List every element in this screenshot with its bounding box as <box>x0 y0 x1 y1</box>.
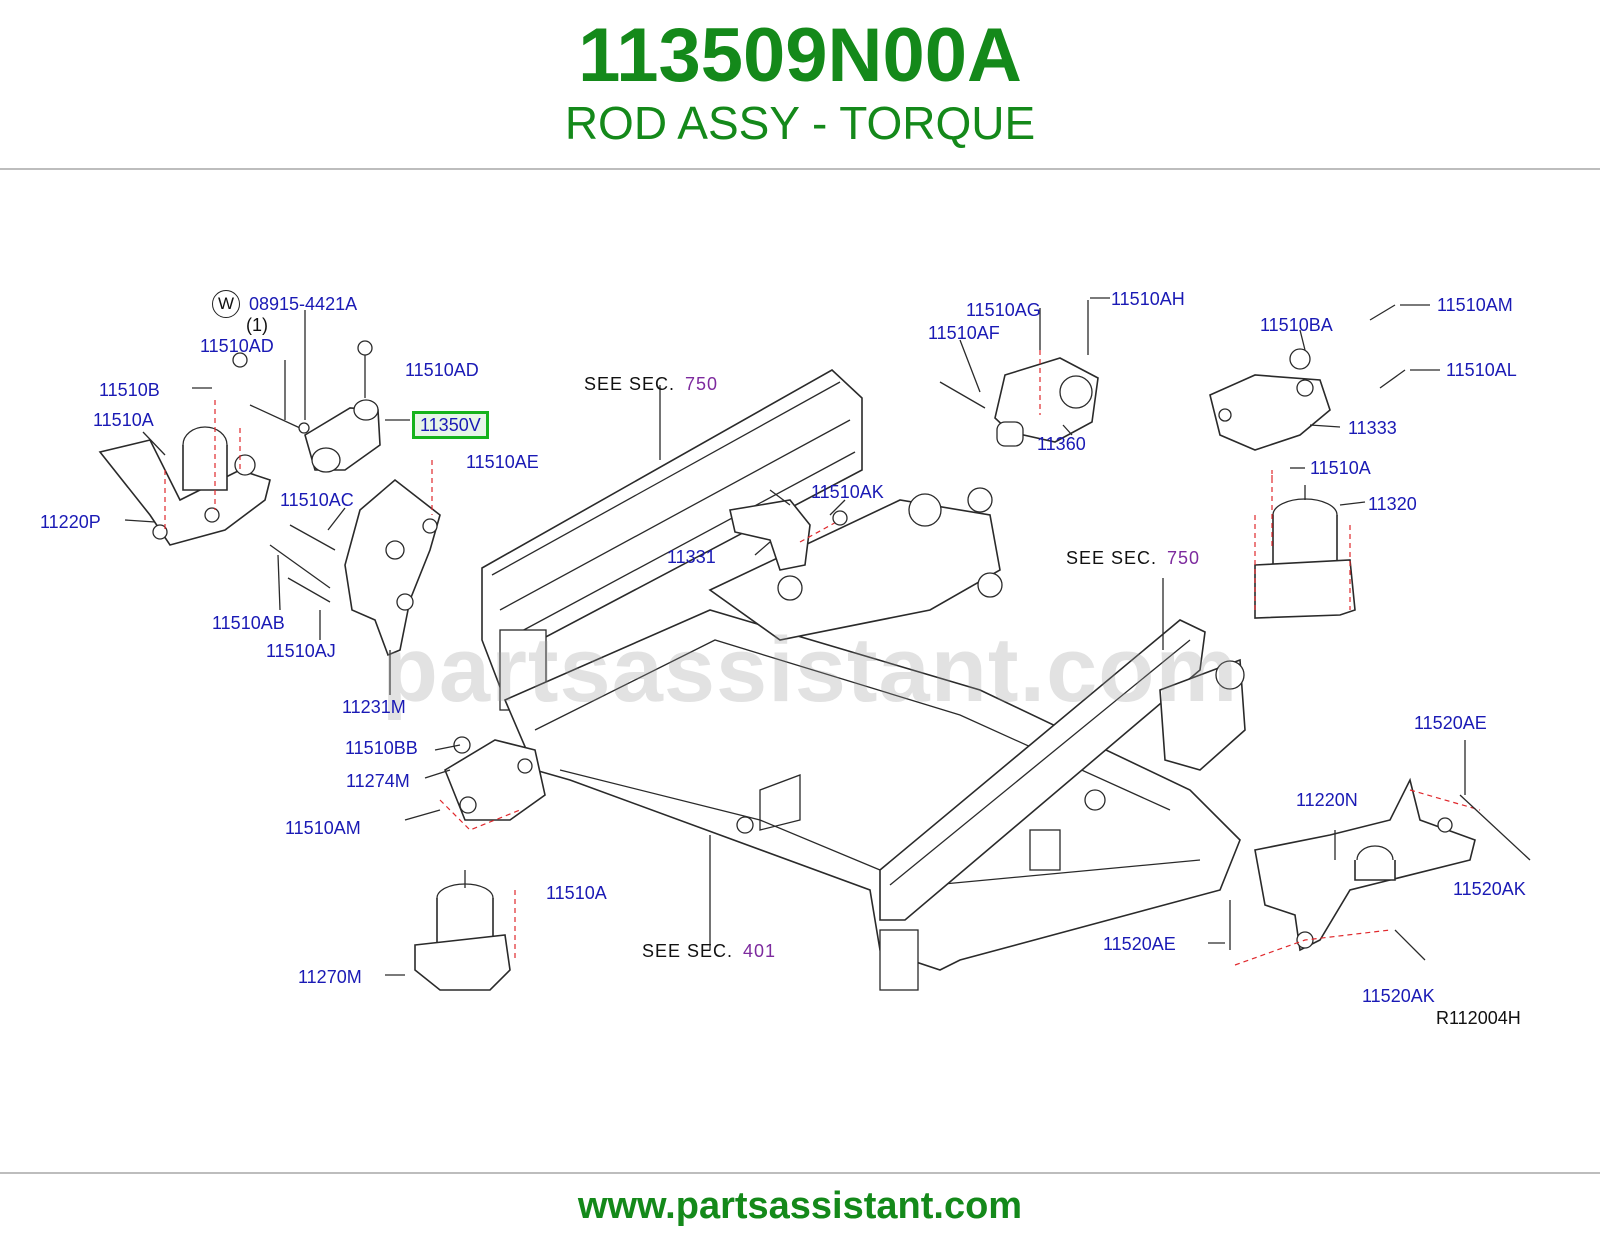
leader-lines <box>124 297 1440 976</box>
part-label-08915-4421a[interactable]: 08915-4421A <box>249 294 358 314</box>
part-label-11510al[interactable]: 11510AL <box>1446 360 1517 380</box>
part-label-11360[interactable]: 11360 <box>1037 434 1086 454</box>
part-label-11510aj[interactable]: 11510AJ <box>266 641 336 661</box>
mount-11220p-drawing <box>98 400 271 546</box>
part-label-11220p[interactable]: 11220P <box>40 512 101 532</box>
see-section-number: 750 <box>685 374 719 394</box>
part-label-11510ag[interactable]: 11510AG <box>966 300 1041 320</box>
bracket-11231m-drawing <box>269 460 441 657</box>
part-label-11520ae[interactable]: 11520AE <box>1414 713 1487 733</box>
w-symbol-circle: W <box>212 290 240 318</box>
mount-11320-drawing <box>1254 470 1356 619</box>
part-label-11510ad[interactable]: 11510AD <box>200 336 274 356</box>
bracket-11331-drawing <box>729 489 848 571</box>
part-label-11510b[interactable]: 11510B <box>99 380 160 400</box>
footer-divider <box>0 1172 1600 1174</box>
mount-11220n-drawing <box>1229 740 1531 966</box>
part-label-11274m[interactable]: 11274M <box>346 771 410 791</box>
see-section-number: 401 <box>743 941 777 961</box>
drawing-code: R112004H <box>1436 1008 1521 1028</box>
see-section-text: SEE SEC. <box>1066 548 1158 568</box>
footer-website-link[interactable]: www.partsassistant.com <box>577 1185 1023 1227</box>
bracket-11333-drawing <box>1209 304 1406 451</box>
mount-11360-drawing <box>939 300 1099 447</box>
part-label-11333[interactable]: 11333 <box>1348 418 1397 438</box>
part-label-11510ac[interactable]: 11510AC <box>280 490 354 510</box>
part-label-11520ak-b[interactable]: 11520AK <box>1362 986 1435 1006</box>
part-label-11510a-c[interactable]: 11510A <box>1310 458 1371 478</box>
part-label-11510af[interactable]: 11510AF <box>928 323 1000 343</box>
part-label-11510ak[interactable]: 11510AK <box>811 482 884 502</box>
part-label-11270m[interactable]: 11270M <box>298 967 362 987</box>
part-label-11510ae[interactable]: 11510AE <box>466 452 539 472</box>
part-label-11520ae-b[interactable]: 11520AE <box>1103 934 1176 954</box>
front-subframe-drawing <box>481 369 1246 991</box>
part-label-11510am[interactable]: 11510AM <box>285 818 361 838</box>
part-label-11320[interactable]: 11320 <box>1368 494 1417 514</box>
part-label-11510ab[interactable]: 11510AB <box>212 613 285 633</box>
part-label-11331[interactable]: 11331 <box>667 547 716 567</box>
header-divider <box>0 168 1600 170</box>
part-label-11350v-highlighted[interactable]: 11350V <box>412 411 489 439</box>
see-section-number: 750 <box>1167 548 1201 568</box>
part-name-subtitle: ROD ASSY - TORQUE <box>564 97 1036 149</box>
see-section-reference[interactable]: SEE SEC. 401 <box>642 941 776 961</box>
watermark-text: partsassistant.com <box>381 619 1239 721</box>
see-section-text: SEE SEC. <box>584 374 676 394</box>
part-label-11510am-b[interactable]: 11510AM <box>1437 295 1513 315</box>
part-label-11220n[interactable]: 11220N <box>1296 790 1358 810</box>
mount-11270m-drawing <box>414 870 516 991</box>
part-label-11510a-b[interactable]: 11510A <box>546 883 607 903</box>
diagram-artwork <box>98 297 1531 991</box>
page-header: 113509N00A ROD ASSY - TORQUE <box>0 0 1600 168</box>
part-label-11231m[interactable]: 11231M <box>342 697 406 717</box>
parts-diagram: partsassistant.com W (1) 08915-4421A 115… <box>0 170 1600 1170</box>
see-section-text: SEE SEC. <box>642 941 734 961</box>
part-label-11510ba[interactable]: 11510BA <box>1260 315 1333 335</box>
see-section-reference[interactable]: SEE SEC. 750 <box>1066 548 1200 568</box>
part-label-11510a[interactable]: 11510A <box>93 410 154 430</box>
part-label-11510ah[interactable]: 11510AH <box>1111 289 1185 309</box>
part-label-11510bb[interactable]: 11510BB <box>345 738 418 758</box>
torque-rod-11350v-drawing <box>232 340 381 473</box>
part-number-title: 113509N00A <box>578 13 1022 98</box>
see-section-reference[interactable]: SEE SEC. 750 <box>584 374 718 394</box>
part-label-11520ak[interactable]: 11520AK <box>1453 879 1526 899</box>
part-label-11510ad-b[interactable]: 11510AD <box>405 360 479 380</box>
quantity-note: (1) <box>246 315 268 335</box>
mount-11274m-drawing <box>404 736 546 831</box>
